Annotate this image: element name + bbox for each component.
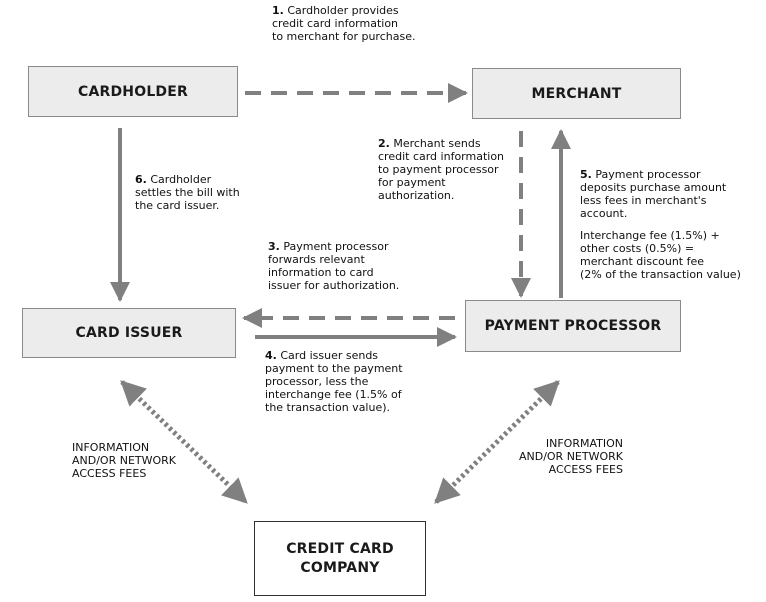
- step-2-text: Merchant sends credit card information t…: [378, 137, 505, 202]
- payment-processor-label: PAYMENT PROCESSOR: [484, 318, 662, 334]
- step-5-label: 5. Payment processor deposits purchase a…: [580, 168, 726, 220]
- step-3-number: 3.: [268, 240, 280, 253]
- step-5-text: Payment processor deposits purchase amou…: [580, 168, 727, 220]
- interchange-note: Interchange fee (1.5%) + other costs (0.…: [580, 229, 741, 281]
- step-6-label: 6. Cardholder settles the bill with the …: [135, 173, 240, 212]
- step-4-number: 4.: [265, 349, 277, 362]
- cardholder-label: CARDHOLDER: [77, 83, 188, 100]
- credit-card-company-label-2: COMPANY: [300, 559, 380, 576]
- step-6-number: 6.: [135, 173, 147, 186]
- step-1-number: 1.: [272, 4, 284, 17]
- credit-card-company-label-1: CREDIT CARD: [286, 540, 394, 557]
- fees-left-label: INFORMATION AND/OR NETWORK ACCESS FEES: [72, 441, 177, 480]
- credit-card-company-node: CREDIT CARD COMPANY: [254, 521, 426, 596]
- step-4-label: 4. Card issuer sends payment to the paym…: [265, 349, 403, 414]
- cardholder-node: CARDHOLDER: [28, 66, 238, 117]
- step-5-number: 5.: [580, 168, 592, 181]
- fees-right-label: INFORMATION AND/OR NETWORK ACCESS FEES: [518, 437, 623, 476]
- step-6-text: Cardholder settles the bill with the car…: [135, 173, 240, 212]
- merchant-node: MERCHANT: [472, 68, 681, 119]
- arrow-processor-company: [434, 380, 560, 504]
- step-2-number: 2.: [378, 137, 390, 150]
- card-issuer-node: CARD ISSUER: [22, 308, 236, 358]
- payment-processor-node: PAYMENT PROCESSOR: [465, 300, 681, 352]
- step-3-text: Payment processor forwards relevant info…: [268, 240, 400, 292]
- merchant-label: MERCHANT: [531, 85, 622, 102]
- step-1-label: 1. Cardholder provides credit card infor…: [272, 4, 415, 43]
- step-2-label: 2. Merchant sends credit card informatio…: [378, 137, 504, 202]
- step-3-label: 3. Payment processor forwards relevant i…: [268, 240, 399, 292]
- card-issuer-label: CARD ISSUER: [75, 325, 183, 341]
- step-1-text: Cardholder provides credit card informat…: [272, 4, 416, 43]
- arrow-issuer-company: [120, 380, 248, 504]
- step-4-text: Card issuer sends payment to the payment…: [265, 349, 403, 414]
